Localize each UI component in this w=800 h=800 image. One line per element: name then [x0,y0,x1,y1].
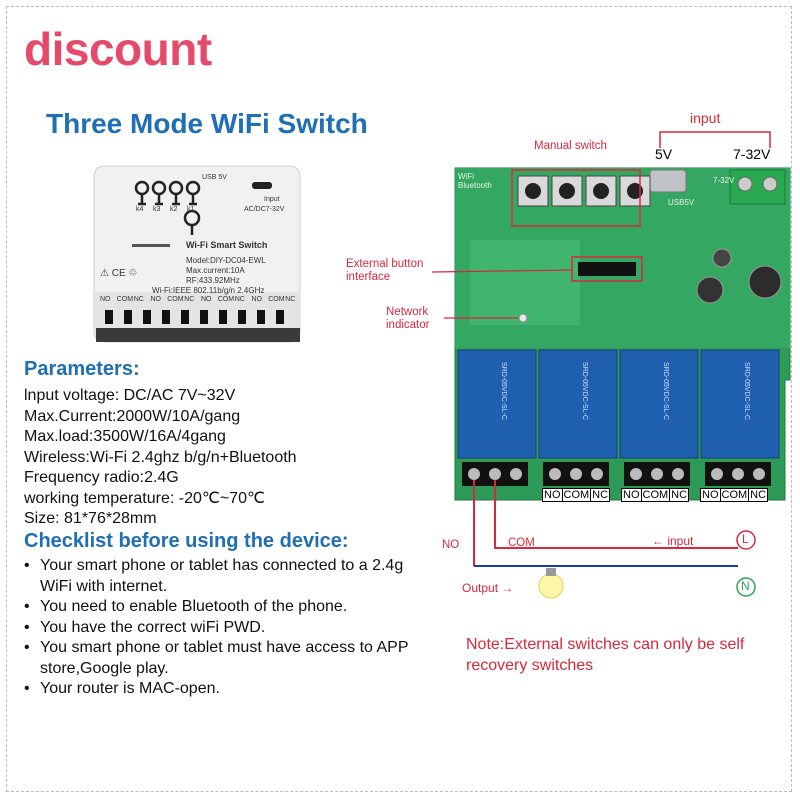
terminal-label: COM [116,296,134,303]
note-text: Note:External switches can only be self … [466,636,745,674]
external-button-highlight [571,256,643,282]
module-model: Model:DIY-DC04-EWL [186,256,266,265]
parameter-item: Frequency radio:2.4G [24,469,179,486]
parameter-item: Wireless:Wi-Fi 2.4ghz b/g/n+Bluetooth [24,448,297,466]
module-usb-label: USB 5V [202,174,227,181]
certification-marks: ⚠ CE ♲ [100,268,138,279]
terminal-label: NO [542,488,563,502]
parameter-item: Max.Current:2000W/10A/gang [24,407,241,425]
parameter-item: Size: 81*76*28mm [24,510,157,527]
module-rf: RF:433.92MHz [186,276,240,285]
terminal-label: NC [285,296,296,303]
terminal-label: COM [641,488,671,502]
terminal-label: NO [700,488,721,502]
no-wire-label: NO [442,539,460,551]
terminal-label: COM [268,296,285,303]
output-label: Output → [462,581,514,595]
checklist-heading: Checklist before using the device: [24,530,349,552]
module-current: Max.current:10A [186,266,245,275]
terminal-label: NO [150,296,162,303]
input-label: input [690,110,721,126]
checklist-item: You need to enable Bluetooth of the phon… [22,597,442,618]
live-terminal [736,530,756,550]
terminal-group-labels: NO COM NC [621,488,690,502]
5v-label: 5V [655,146,673,162]
wire-input-label: ← input [652,534,694,548]
checklist-item: You smart phone or tablet must have acce… [22,638,438,679]
network-indicator-label: Network indicator [386,306,430,331]
7-32v-silkscreen: 7-32V [713,176,735,185]
parameters-heading: Parameters: [24,358,140,380]
module-key-label: k1 [187,206,195,213]
manual-switch-highlight [511,169,641,227]
terminal-label: NC [234,296,245,303]
module-key-label: k3 [153,206,161,213]
parameter-item: Max.load:3500W/16A/4gang [24,428,226,445]
terminal-label: COM [562,488,592,502]
external-button-label: External button interface [346,258,424,283]
module-key-label: k2 [170,206,178,213]
module-name: Wi-Fi Smart Switch [186,240,268,250]
module-terminal-labels: NO COM NC NO COM NC NO COM NC NO COM NC [100,296,300,310]
checklist-item: Your router is MAC-open. [22,679,442,700]
product-module-image: USB 5V Input AC/DC7-32V k4 k3 k2 k1 Wi-F… [92,160,304,354]
terminal-group-labels: NO COM NC [542,488,611,502]
manual-switch-buttons [517,175,651,207]
terminal-label: NO [100,296,111,303]
discount-heading: discount [24,23,212,75]
terminal-label: NO [201,296,212,303]
terminal-label: NC [133,296,144,303]
terminal-label: NC [749,488,769,502]
terminal-label: NO [251,296,263,303]
parameters-list: lnput voltage: DC/AC 7V~32V Max.Current:… [24,386,297,530]
module-key-label: k4 [136,206,144,213]
parameter-item: lnput voltage: DC/AC 7V~32V [24,387,236,404]
live-label: L [742,532,749,546]
checklist-item: Your smart phone or tablet has connected… [22,556,414,597]
relay-label: SRD-05VDC-SL-C [743,362,750,420]
com-wire-label: COM [508,537,535,549]
checklist: Your smart phone or tablet has connected… [22,556,442,700]
terminal-label: NO [621,488,642,502]
relays [457,349,780,459]
page-title: Three Mode WiFi Switch [46,108,368,139]
wifi-bt-silkscreen: WiFi Bluetooth [458,172,492,190]
terminal-label: COM [720,488,750,502]
module-drawing [93,165,301,343]
neutral-label: N [741,579,750,593]
parameter-item: working temperature: -20℃~70℃ [24,489,265,507]
terminal-group-labels: NO COM NC [700,488,769,502]
module-acdc-label: AC/DC7-32V [244,206,285,213]
terminal-label: COM [217,296,235,303]
usb5v-silkscreen: USB5V [668,198,695,207]
external-button-header [578,262,636,276]
com-wire [494,480,738,549]
wifi-module [470,240,580,325]
module-wifi: Wi-Fi:IEEE 802.11b/g/n 2.4GHz [152,286,265,295]
module-input-label: Input [264,196,280,203]
terminal-label: COM [167,296,184,303]
checklist-item: You have the correct wiFi PWD. [22,618,442,639]
terminal-label: NC [670,488,690,502]
lamp [538,573,564,599]
input-bracket [659,131,771,148]
relay-label: SRD-05VDC-SL-C [500,362,507,420]
usb-port [649,169,687,193]
relay-label: SRD-05VDC-SL-C [581,362,588,420]
neutral-terminal [736,577,756,597]
terminal-label: NC [591,488,611,502]
relay-label: SRD-05VDC-SL-C [662,362,669,420]
terminal-label: NC [184,296,195,303]
7-32v-label: 7-32V [733,146,771,162]
manual-switch-label: Manual switch [534,140,607,152]
